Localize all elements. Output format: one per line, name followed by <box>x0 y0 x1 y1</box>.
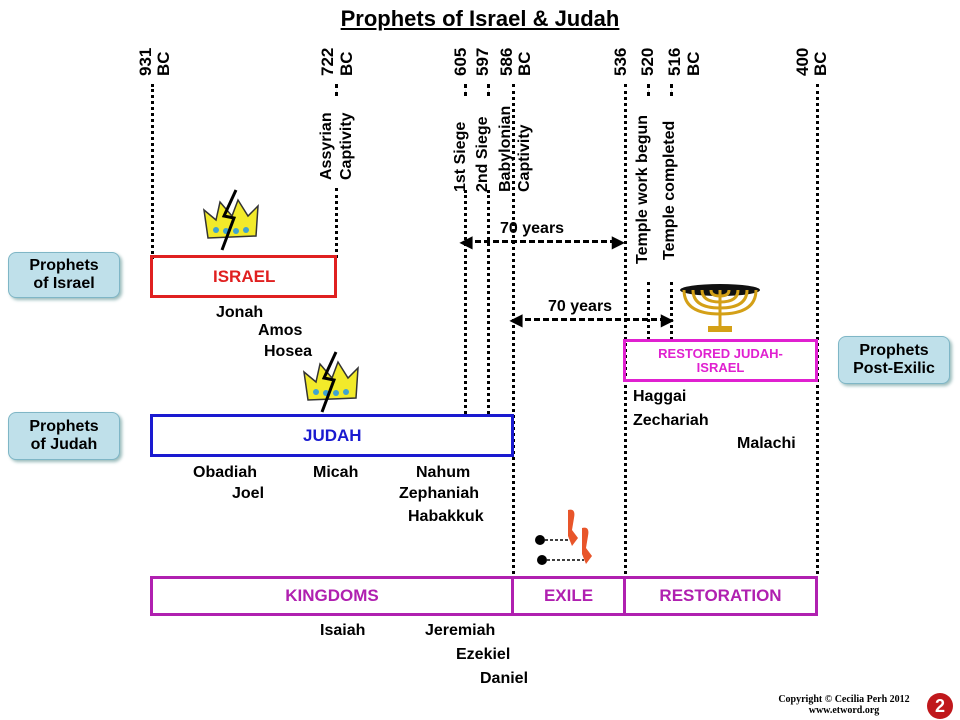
assyrian-captivity-label-2: Captivity <box>338 112 355 180</box>
kingdoms-label: KINGDOMS <box>285 586 379 605</box>
restoration-label: RESTORATION <box>659 586 782 605</box>
seventy-years-label-1: 70 years <box>500 220 565 237</box>
prophet-jeremiah: Jeremiah <box>425 622 496 639</box>
kingdoms-period-box: KINGDOMS <box>150 576 514 616</box>
first-siege-label: 1st Siege <box>452 121 469 192</box>
year-586-label: 586 <box>497 47 516 76</box>
timeline-597-top <box>487 84 490 96</box>
prophet-obadiah: Obadiah <box>193 464 258 481</box>
logo-icon: 2 <box>927 693 953 719</box>
timeline-931 <box>151 84 154 259</box>
prophet-micah: Micah <box>313 464 359 481</box>
arrow-head-left-icon: ◀ <box>460 234 473 251</box>
second-siege-label: 2nd Siege <box>474 116 491 192</box>
arrow-head-right-icon: ▶ <box>612 234 625 251</box>
restoration-period-box: RESTORATION <box>623 576 818 616</box>
prophet-nahum: Nahum <box>416 464 471 481</box>
arrow-head-right-icon: ▶ <box>661 312 674 329</box>
chained-captives-icon <box>535 509 592 565</box>
timeline-520-top <box>647 84 650 96</box>
timeline-722 <box>335 188 338 258</box>
israel-label: ISRAEL <box>213 266 276 286</box>
timeline-400 <box>816 84 819 574</box>
svg-text:2: 2 <box>935 696 945 716</box>
israel-kingdom-box: ISRAEL <box>150 255 337 298</box>
judah-kingdom-box: JUDAH <box>150 414 514 457</box>
year-516-label: 516 <box>665 47 684 76</box>
seventy-years-arrow-1 <box>466 240 616 243</box>
year-931-label: 931 <box>136 47 155 76</box>
timeline-536 <box>624 84 627 574</box>
seventy-years-arrow-2 <box>516 318 666 321</box>
bc-label: BC <box>337 51 356 76</box>
prophet-joel: Joel <box>232 485 265 502</box>
timeline-586 <box>512 84 515 574</box>
prophet-zephaniah: Zephaniah <box>399 485 480 502</box>
prophet-malachi: Malachi <box>737 435 796 452</box>
timeline-597 <box>487 190 490 414</box>
broken-crown-icon <box>202 189 259 251</box>
year-597-label: 597 <box>473 47 492 76</box>
prophet-isaiah: Isaiah <box>320 622 366 639</box>
restored-judah-israel-box: RESTORED JUDAH-ISRAEL <box>623 339 818 382</box>
year-605-label: 605 <box>451 47 470 76</box>
timeline-520 <box>647 282 650 340</box>
prophet-habakkuk: Habakkuk <box>408 508 484 525</box>
prophet-daniel: Daniel <box>480 670 529 687</box>
timeline-605-top <box>464 84 467 96</box>
judah-label: JUDAH <box>303 425 362 445</box>
prophet-jonah: Jonah <box>216 304 264 321</box>
year-520-label: 520 <box>638 47 657 76</box>
temple-completed-label: Temple completed <box>661 120 678 260</box>
assyrian-captivity-label-1: Assyrian <box>318 112 335 180</box>
bc-label: BC <box>811 51 830 76</box>
menorah-icon <box>680 284 760 332</box>
copyright-text: Copyright © Cecilia Perh 2012 www.etword… <box>778 694 910 716</box>
prophet-amos: Amos <box>258 322 303 339</box>
year-536-label: 536 <box>611 47 630 76</box>
prophet-hosea: Hosea <box>264 343 313 360</box>
temple-begun-label: Temple work begun <box>634 114 651 264</box>
seventy-years-label-2: 70 years <box>548 298 613 315</box>
broken-crown-icon <box>302 351 359 413</box>
exile-label: EXILE <box>543 586 594 605</box>
babylonian-captivity-label-2: Captivity <box>516 124 533 192</box>
timeline-605 <box>464 190 467 414</box>
babylonian-captivity-label-1: Babylonian <box>497 105 514 192</box>
prophet-haggai: Haggai <box>633 388 687 405</box>
prophet-zechariah: Zechariah <box>633 412 709 429</box>
prophet-ezekiel: Ezekiel <box>456 646 511 663</box>
timeline-722-top <box>335 84 338 96</box>
exile-period-box: EXILE <box>511 576 626 616</box>
timeline-516-top <box>670 84 673 96</box>
bc-label: BC <box>154 51 173 76</box>
diagram-title: Prophets of Israel & Judah <box>340 6 620 31</box>
bc-label: BC <box>515 51 534 76</box>
timeline-516 <box>670 282 673 340</box>
bc-label: BC <box>684 51 703 76</box>
year-722-label: 722 <box>318 47 337 76</box>
year-400-label: 400 <box>793 47 812 76</box>
arrow-head-left-icon: ◀ <box>510 312 523 329</box>
